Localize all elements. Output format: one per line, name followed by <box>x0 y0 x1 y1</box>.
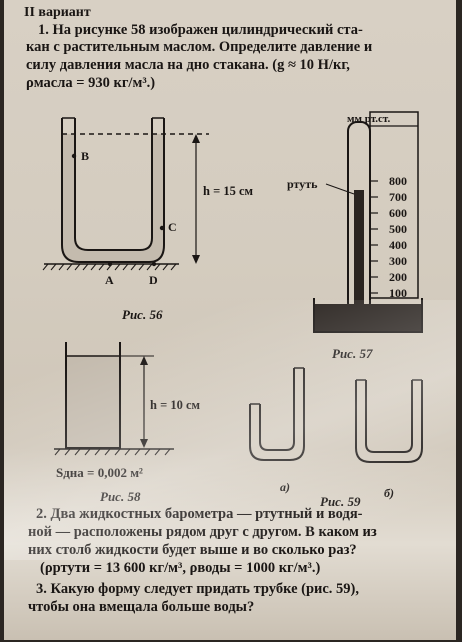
problem2-line-4: (ρртути = 13 600 кг/м³, ρводы = 1000 кг/… <box>40 560 321 576</box>
problem2-line-2: ной — расположены рядом друг с другом. В… <box>28 524 377 540</box>
variant-heading: II вариант <box>24 5 91 20</box>
problem1-line-3: силу давления масла на дно стакана. (g ≈… <box>26 57 350 73</box>
textbook-page: II вариант 1. На рисунке 58 изображен ци… <box>4 0 456 640</box>
problem2-line-3: них столб жидкости будет выше и во сколь… <box>28 542 357 558</box>
problem1-line-2: кан с растительным маслом. Определите да… <box>26 39 373 55</box>
fig56-height-label: h = 15 см <box>203 184 254 198</box>
fig58-caption: Рис. 58 <box>100 489 141 504</box>
problem1-line-1: 1. На рисунке 58 изображен цилиндрически… <box>38 22 363 38</box>
fig56-caption: Рис. 56 <box>122 307 163 322</box>
fig57-scale-800: 800 <box>389 174 407 188</box>
fig59-caption: Рис. 59 <box>320 494 361 509</box>
problem2-line-1: 2. Два жидкостных барометра — ртутный и … <box>36 506 363 522</box>
fig57-unit-label: мм рт.ст. <box>347 113 391 125</box>
problem1-line-4: ρмасла = 930 кг/м³.) <box>26 75 156 91</box>
fig57-caption: Рис. 57 <box>332 346 373 361</box>
fig56-point-c-label: C <box>168 220 177 234</box>
problem3-line-1: 3. Какую форму следует придать трубке (р… <box>36 581 360 597</box>
figures-drawing <box>42 111 423 463</box>
problem3-line-2: чтобы она вмещала больше воды? <box>28 599 255 615</box>
fig56-point-a-label: A <box>105 273 114 287</box>
fig58-height-label: h = 10 см <box>150 398 201 412</box>
fig57-scale-600: 600 <box>389 206 407 220</box>
fig59-label-a: а) <box>280 480 290 494</box>
fig57-scale-200: 200 <box>389 270 407 284</box>
fig59-tube-a <box>249 367 305 461</box>
fig59-label-b: б) <box>384 486 394 500</box>
fig56-point-b-label: B <box>81 149 90 163</box>
fig58-area-label: Sдна = 0,002 м² <box>56 465 143 480</box>
fig57-barometer <box>313 111 423 333</box>
fig57-scale-300: 300 <box>389 254 407 268</box>
fig56-u-tube <box>61 117 165 263</box>
fig57-scale-700: 700 <box>389 190 407 204</box>
fig57-mercury-label: ртуть <box>287 177 318 191</box>
fig56-point-d-label: D <box>149 273 158 287</box>
fig57-scale-400: 400 <box>389 238 407 252</box>
fig58-glass <box>54 342 174 456</box>
fig57-scale-500: 500 <box>389 222 407 236</box>
fig57-scale-100: 100 <box>389 286 407 300</box>
fig59-tube-b <box>355 379 423 463</box>
